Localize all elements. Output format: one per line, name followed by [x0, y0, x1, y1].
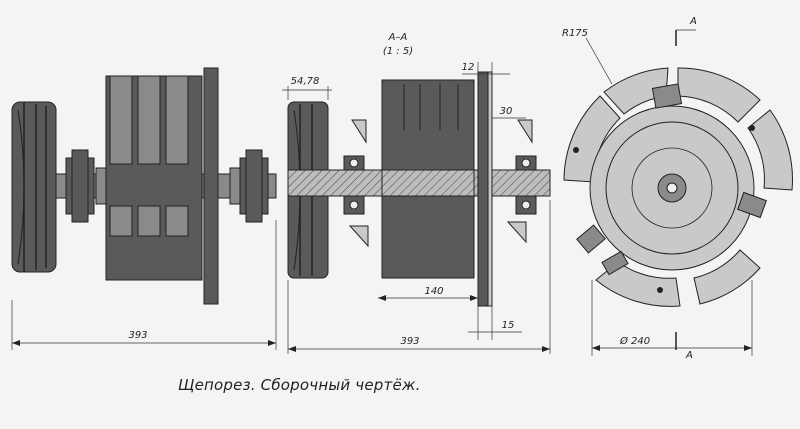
dim-pulley-width: 54,78 — [282, 76, 332, 100]
dim-rotor-offset: 140 — [378, 286, 478, 301]
left-view: 393 — [11, 67, 277, 350]
dim-overall-left: 393 — [11, 220, 277, 350]
dim-diameter-label: Ø 240 — [619, 335, 650, 347]
section-label: А–А — [388, 32, 408, 43]
left-pulley — [11, 101, 57, 273]
drawing-caption: Щепорез. Сборочный чертёж. — [178, 376, 421, 394]
section-bearing-1 — [343, 155, 365, 215]
bolt-hole — [749, 125, 755, 131]
dim-radius: R175 — [562, 28, 613, 85]
bolt-hole — [657, 287, 663, 293]
dim-diameter: Ø 240 — [591, 280, 753, 356]
bolt-hole — [573, 147, 579, 153]
dim-radius-label: R175 — [562, 28, 588, 39]
left-knife-disk — [203, 67, 219, 305]
knife-segments — [563, 67, 793, 307]
dim-disk-offset: 15 — [468, 306, 522, 340]
dim-disk-thickness: 12 — [462, 62, 510, 75]
dim-disk-offset-label: 15 — [502, 320, 515, 331]
section-rotor — [381, 79, 475, 279]
section-bearing-2 — [515, 155, 537, 215]
cut-mark-bottom: А — [675, 332, 693, 361]
dim-overall-left-label: 393 — [128, 330, 147, 341]
dim-knife-label: 30 — [500, 106, 513, 117]
section-disk — [477, 71, 489, 307]
left-rotor — [105, 75, 203, 281]
dim-overall-middle: 393 — [287, 200, 551, 354]
dim-disk-thickness-label: 12 — [462, 62, 475, 73]
dim-pulley-width-label: 54,78 — [291, 76, 320, 87]
side-view: А А — [562, 16, 793, 361]
knife-slots — [576, 83, 767, 276]
dim-knife: 30 — [492, 106, 526, 119]
side-disk-ring — [605, 121, 739, 255]
cut-mark-top: А — [675, 16, 697, 46]
left-bearing-1 — [65, 149, 107, 223]
cut-mark-bottom-label: А — [685, 350, 693, 361]
section-view: А–А (1 : 5) — [282, 32, 551, 354]
dim-overall-middle-label: 393 — [400, 336, 419, 347]
section-housings — [348, 119, 533, 248]
left-bearing-2 — [229, 149, 269, 223]
cut-mark-top-label: А — [689, 16, 697, 27]
section-scale: (1 : 5) — [383, 46, 413, 57]
dim-rotor-offset-label: 140 — [424, 286, 443, 297]
